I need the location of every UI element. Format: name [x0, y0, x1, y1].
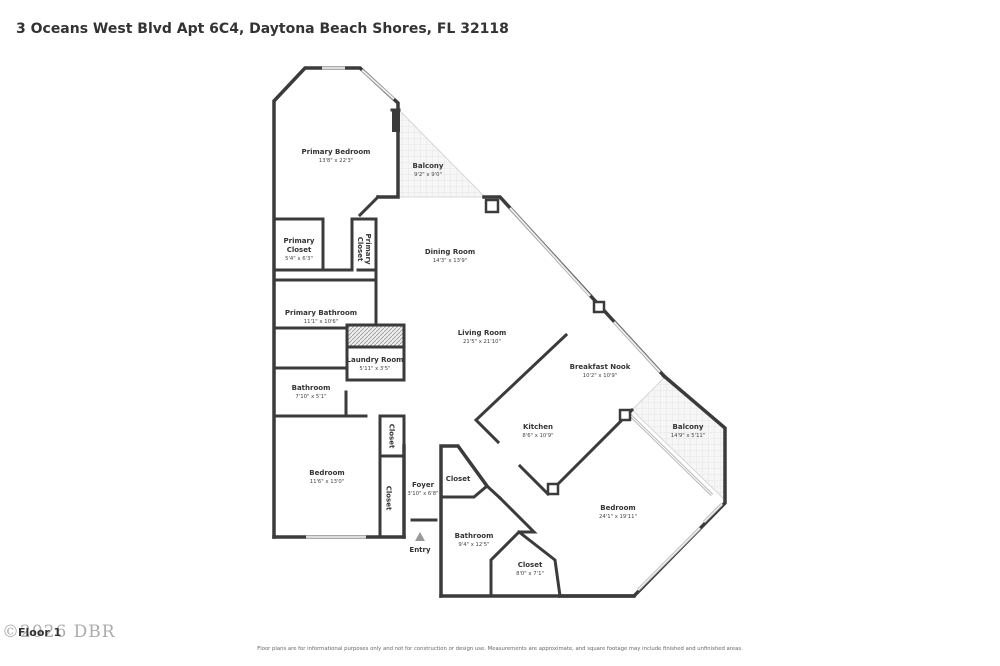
interior-walls — [274, 108, 635, 598]
floor-label: Floor 1 — [18, 626, 62, 639]
svg-text:11'6" x 13'0": 11'6" x 13'0" — [310, 479, 345, 485]
svg-text:21'5" x 21'10": 21'5" x 21'10" — [463, 339, 501, 345]
room-bedroom-2: Bedroom 24'1" x 19'11" — [599, 504, 637, 520]
disclaimer: Floor plans are for informational purpos… — [257, 646, 743, 652]
svg-text:Closet: Closet — [356, 237, 364, 262]
svg-text:Bathroom: Bathroom — [455, 532, 494, 540]
room-closet-1: Closet — [388, 424, 396, 449]
room-closet-4: Closet 8'0" x 7'1" — [516, 561, 544, 577]
room-primary-closet-2: Primary Closet — [356, 233, 372, 264]
svg-text:9'4" x 12'5": 9'4" x 12'5" — [458, 542, 489, 548]
room-bathroom-1: Bathroom 7'10" x 5'1" — [292, 384, 331, 400]
watermark: ©2026 DBR — [2, 622, 116, 642]
room-bathroom-2: Bathroom 9'4" x 12'5" — [455, 532, 494, 548]
svg-text:Balcony: Balcony — [673, 423, 704, 431]
room-dining-room: Dining Room 14'3" x 13'9" — [425, 248, 475, 264]
svg-text:3'10" x 6'8": 3'10" x 6'8" — [407, 491, 438, 497]
svg-text:13'8" x 22'3": 13'8" x 22'3" — [319, 158, 354, 164]
svg-text:5'11" x 3'5": 5'11" x 3'5" — [359, 366, 390, 372]
room-foyer: Foyer 3'10" x 6'8" — [407, 481, 438, 497]
svg-text:Laundry Room: Laundry Room — [347, 356, 404, 364]
exterior-walls — [272, 66, 727, 598]
svg-text:14'9" x 5'11": 14'9" x 5'11" — [671, 433, 706, 439]
svg-text:Living Room: Living Room — [458, 329, 507, 337]
svg-text:Primary: Primary — [364, 233, 372, 264]
room-bedroom-1: Bedroom 11'6" x 13'0" — [309, 469, 344, 485]
svg-text:7'10" x 5'1": 7'10" x 5'1" — [295, 394, 326, 400]
svg-text:5'4" x 6'3": 5'4" x 6'3" — [285, 256, 313, 262]
page-title: 3 Oceans West Blvd Apt 6C4, Daytona Beac… — [16, 21, 509, 37]
room-laundry-room: Laundry Room 5'11" x 3'5" — [347, 356, 404, 372]
svg-text:8'0" x 7'1": 8'0" x 7'1" — [516, 571, 544, 577]
svg-text:Closet: Closet — [385, 486, 393, 511]
room-breakfast-nook: Breakfast Nook 10'2" x 10'9" — [570, 363, 631, 379]
svg-text:Closet: Closet — [446, 475, 471, 483]
room-primary-bathroom: Primary Bathroom 11'1" x 10'6" — [285, 309, 357, 325]
entry-label: Entry — [409, 546, 431, 554]
room-closet-3: Closet — [446, 475, 471, 483]
room-living-room: Living Room 21'5" x 21'10" — [458, 329, 507, 345]
svg-text:11'1" x 10'6": 11'1" x 10'6" — [304, 319, 339, 325]
svg-text:Foyer: Foyer — [412, 481, 435, 489]
windows — [306, 66, 724, 592]
svg-text:Closet: Closet — [388, 424, 396, 449]
balcony-area-north — [398, 109, 486, 198]
svg-text:10'2" x 10'9": 10'2" x 10'9" — [583, 373, 618, 379]
svg-text:Kitchen: Kitchen — [523, 423, 553, 431]
room-primary-closet: Primary Closet 5'4" x 6'3" — [283, 237, 314, 262]
svg-text:8'6" x 10'9": 8'6" x 10'9" — [522, 433, 553, 439]
room-primary-bedroom: Primary Bedroom 13'8" x 22'3" — [302, 148, 371, 164]
svg-text:Dining Room: Dining Room — [425, 248, 475, 256]
svg-text:Bathroom: Bathroom — [292, 384, 331, 392]
svg-text:Breakfast Nook: Breakfast Nook — [570, 363, 631, 371]
svg-text:Primary: Primary — [283, 237, 314, 245]
svg-text:Bedroom: Bedroom — [600, 504, 635, 512]
svg-text:Primary Bedroom: Primary Bedroom — [302, 148, 371, 156]
svg-text:14'3" x 13'9": 14'3" x 13'9" — [433, 258, 468, 264]
balcony-area-east — [631, 377, 726, 501]
svg-text:Primary Bathroom: Primary Bathroom — [285, 309, 357, 317]
room-kitchen: Kitchen 8'6" x 10'9" — [522, 423, 553, 439]
svg-text:24'1" x 19'11": 24'1" x 19'11" — [599, 514, 637, 520]
room-closet-2: Closet — [385, 486, 393, 511]
svg-text:Bedroom: Bedroom — [309, 469, 344, 477]
svg-text:Balcony: Balcony — [413, 162, 444, 170]
room-balcony-east: Balcony 14'9" x 5'11" — [671, 423, 706, 439]
svg-text:Closet: Closet — [287, 246, 312, 254]
entry-arrow-icon — [415, 532, 425, 541]
room-balcony-north: Balcony 9'2" x 9'0" — [413, 162, 444, 178]
svg-text:Closet: Closet — [518, 561, 543, 569]
svg-text:9'2" x 9'0": 9'2" x 9'0" — [414, 172, 442, 178]
